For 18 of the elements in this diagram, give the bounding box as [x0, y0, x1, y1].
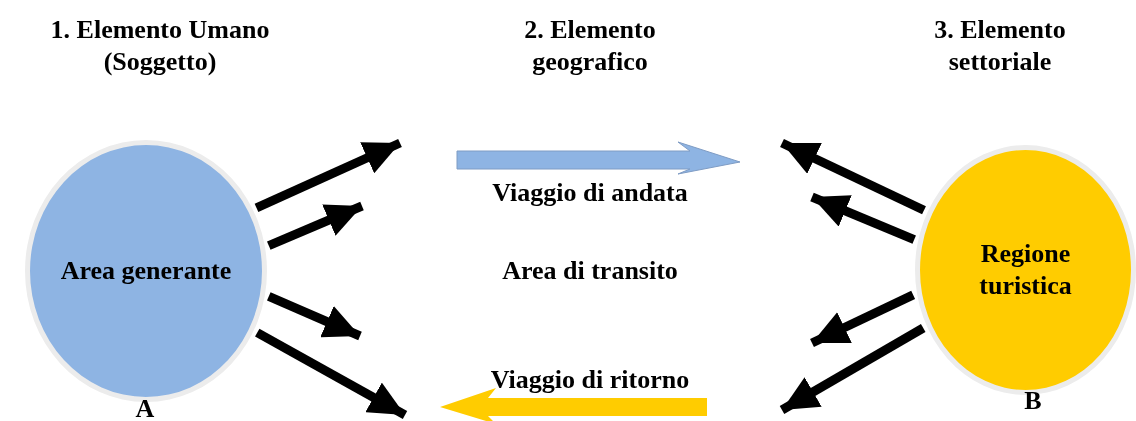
- letter-label: B: [1023, 385, 1043, 417]
- arrow: [254, 138, 402, 212]
- arrow: [780, 138, 926, 215]
- arrow: [779, 324, 926, 414]
- heading: 1. Elemento Umano (Soggetto): [49, 14, 271, 78]
- letter-label: A: [134, 393, 156, 421]
- area-label: Area di transito: [501, 255, 679, 287]
- arrow: [810, 192, 916, 244]
- heading: 2. Elemento geografico: [523, 14, 657, 78]
- node-label: Regione turistica: [978, 238, 1073, 302]
- arrow: [255, 328, 408, 419]
- node-label: Area generante: [60, 255, 232, 287]
- arrow: [267, 201, 364, 250]
- heading: 3. Elemento settoriale: [933, 14, 1067, 78]
- arrow: [267, 292, 362, 341]
- arrow-caption: Viaggio di ritorno: [489, 364, 691, 396]
- arrow: [810, 290, 916, 348]
- arrow-caption: Viaggio di andata: [491, 177, 689, 209]
